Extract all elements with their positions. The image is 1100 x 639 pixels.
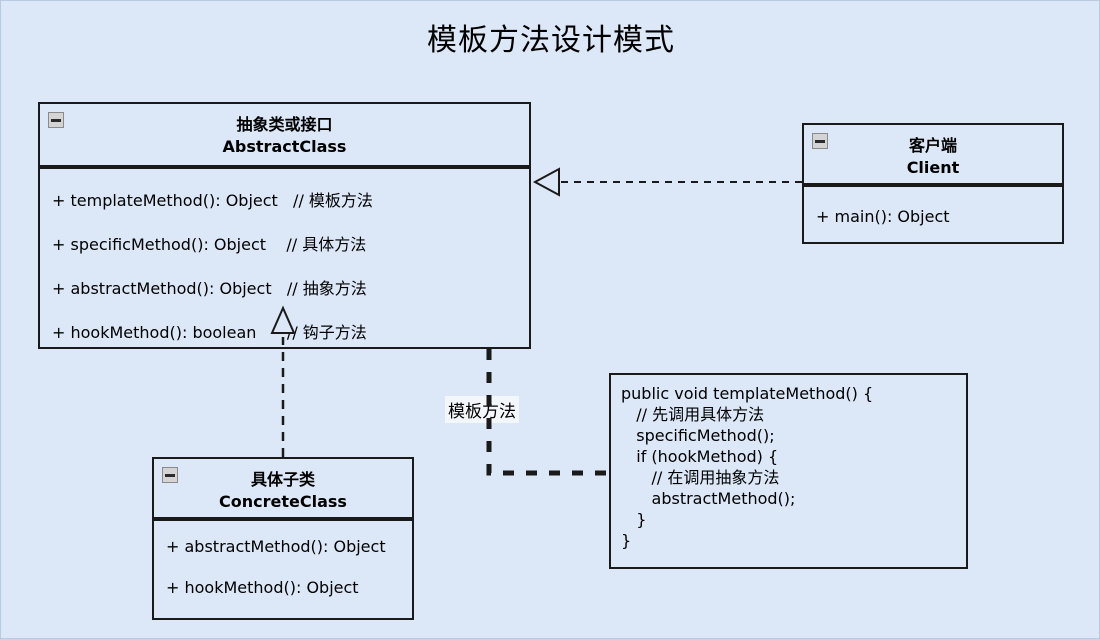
class-header-client: 客户端 Client bbox=[804, 125, 1062, 185]
member-row: + specificMethod(): Object // 具体方法 bbox=[52, 235, 367, 254]
class-members-client: + main(): Object bbox=[804, 185, 1062, 226]
class-header-abstractclass: 抽象类或接口 AbstractClass bbox=[40, 104, 529, 167]
page-title: 模板方法设计模式 bbox=[427, 23, 675, 58]
class-members-abstractclass: + templateMethod(): Object // 模板方法 + spe… bbox=[40, 167, 529, 343]
member-row: + templateMethod(): Object // 模板方法 bbox=[52, 191, 373, 210]
class-box-client[interactable]: 客户端 Client + main(): Object bbox=[802, 123, 1064, 244]
class-members-concreteclass: + abstractMethod(): Object + hookMethod(… bbox=[154, 519, 412, 597]
note-code-text: public void templateMethod() { // 先调用具体方… bbox=[621, 384, 874, 550]
class-name-en: AbstractClass bbox=[222, 137, 347, 156]
class-box-concreteclass[interactable]: 具体子类 ConcreteClass + abstractMethod(): O… bbox=[152, 457, 414, 620]
member-row: + hookMethod(): Object bbox=[166, 578, 359, 597]
member-row: + abstractMethod(): Object // 抽象方法 bbox=[52, 279, 367, 298]
member-row: + abstractMethod(): Object bbox=[166, 537, 386, 556]
class-header-concreteclass: 具体子类 ConcreteClass bbox=[154, 459, 412, 519]
minus-icon[interactable] bbox=[162, 467, 178, 483]
class-name-cn: 客户端 bbox=[908, 136, 957, 155]
class-box-abstractclass[interactable]: 抽象类或接口 AbstractClass + templateMethod():… bbox=[38, 102, 531, 349]
member-row: + main(): Object bbox=[816, 207, 950, 226]
note-box-template-method-code[interactable]: public void templateMethod() { // 先调用具体方… bbox=[609, 373, 968, 569]
class-name-en: Client bbox=[906, 158, 960, 177]
connector-client-to-abstractclass bbox=[532, 167, 802, 197]
minus-icon[interactable] bbox=[48, 112, 64, 128]
class-name-cn: 具体子类 bbox=[250, 470, 315, 489]
minus-icon[interactable] bbox=[812, 133, 828, 149]
member-row: + hookMethod(): boolean // 钩子方法 bbox=[52, 323, 367, 342]
connector-label-template-method: 模板方法 bbox=[445, 396, 519, 423]
class-name-cn: 抽象类或接口 bbox=[236, 115, 333, 134]
class-name-en: ConcreteClass bbox=[219, 492, 347, 511]
